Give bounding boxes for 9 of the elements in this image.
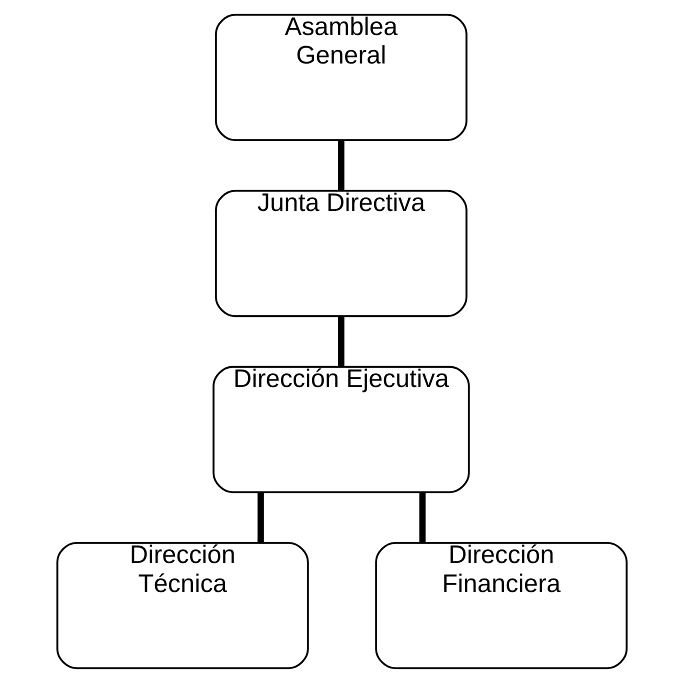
node-box: Asamblea General bbox=[214, 14, 467, 142]
connector bbox=[418, 492, 426, 542]
connector bbox=[257, 492, 264, 542]
node-box: Dirección Ejecutiva bbox=[212, 366, 470, 494]
node-box: Junta Directiva bbox=[214, 190, 467, 318]
node-box: Dirección Técnica bbox=[56, 542, 308, 670]
connector bbox=[338, 140, 344, 190]
connector bbox=[338, 316, 344, 366]
node-box: Dirección Financiera bbox=[374, 542, 628, 670]
